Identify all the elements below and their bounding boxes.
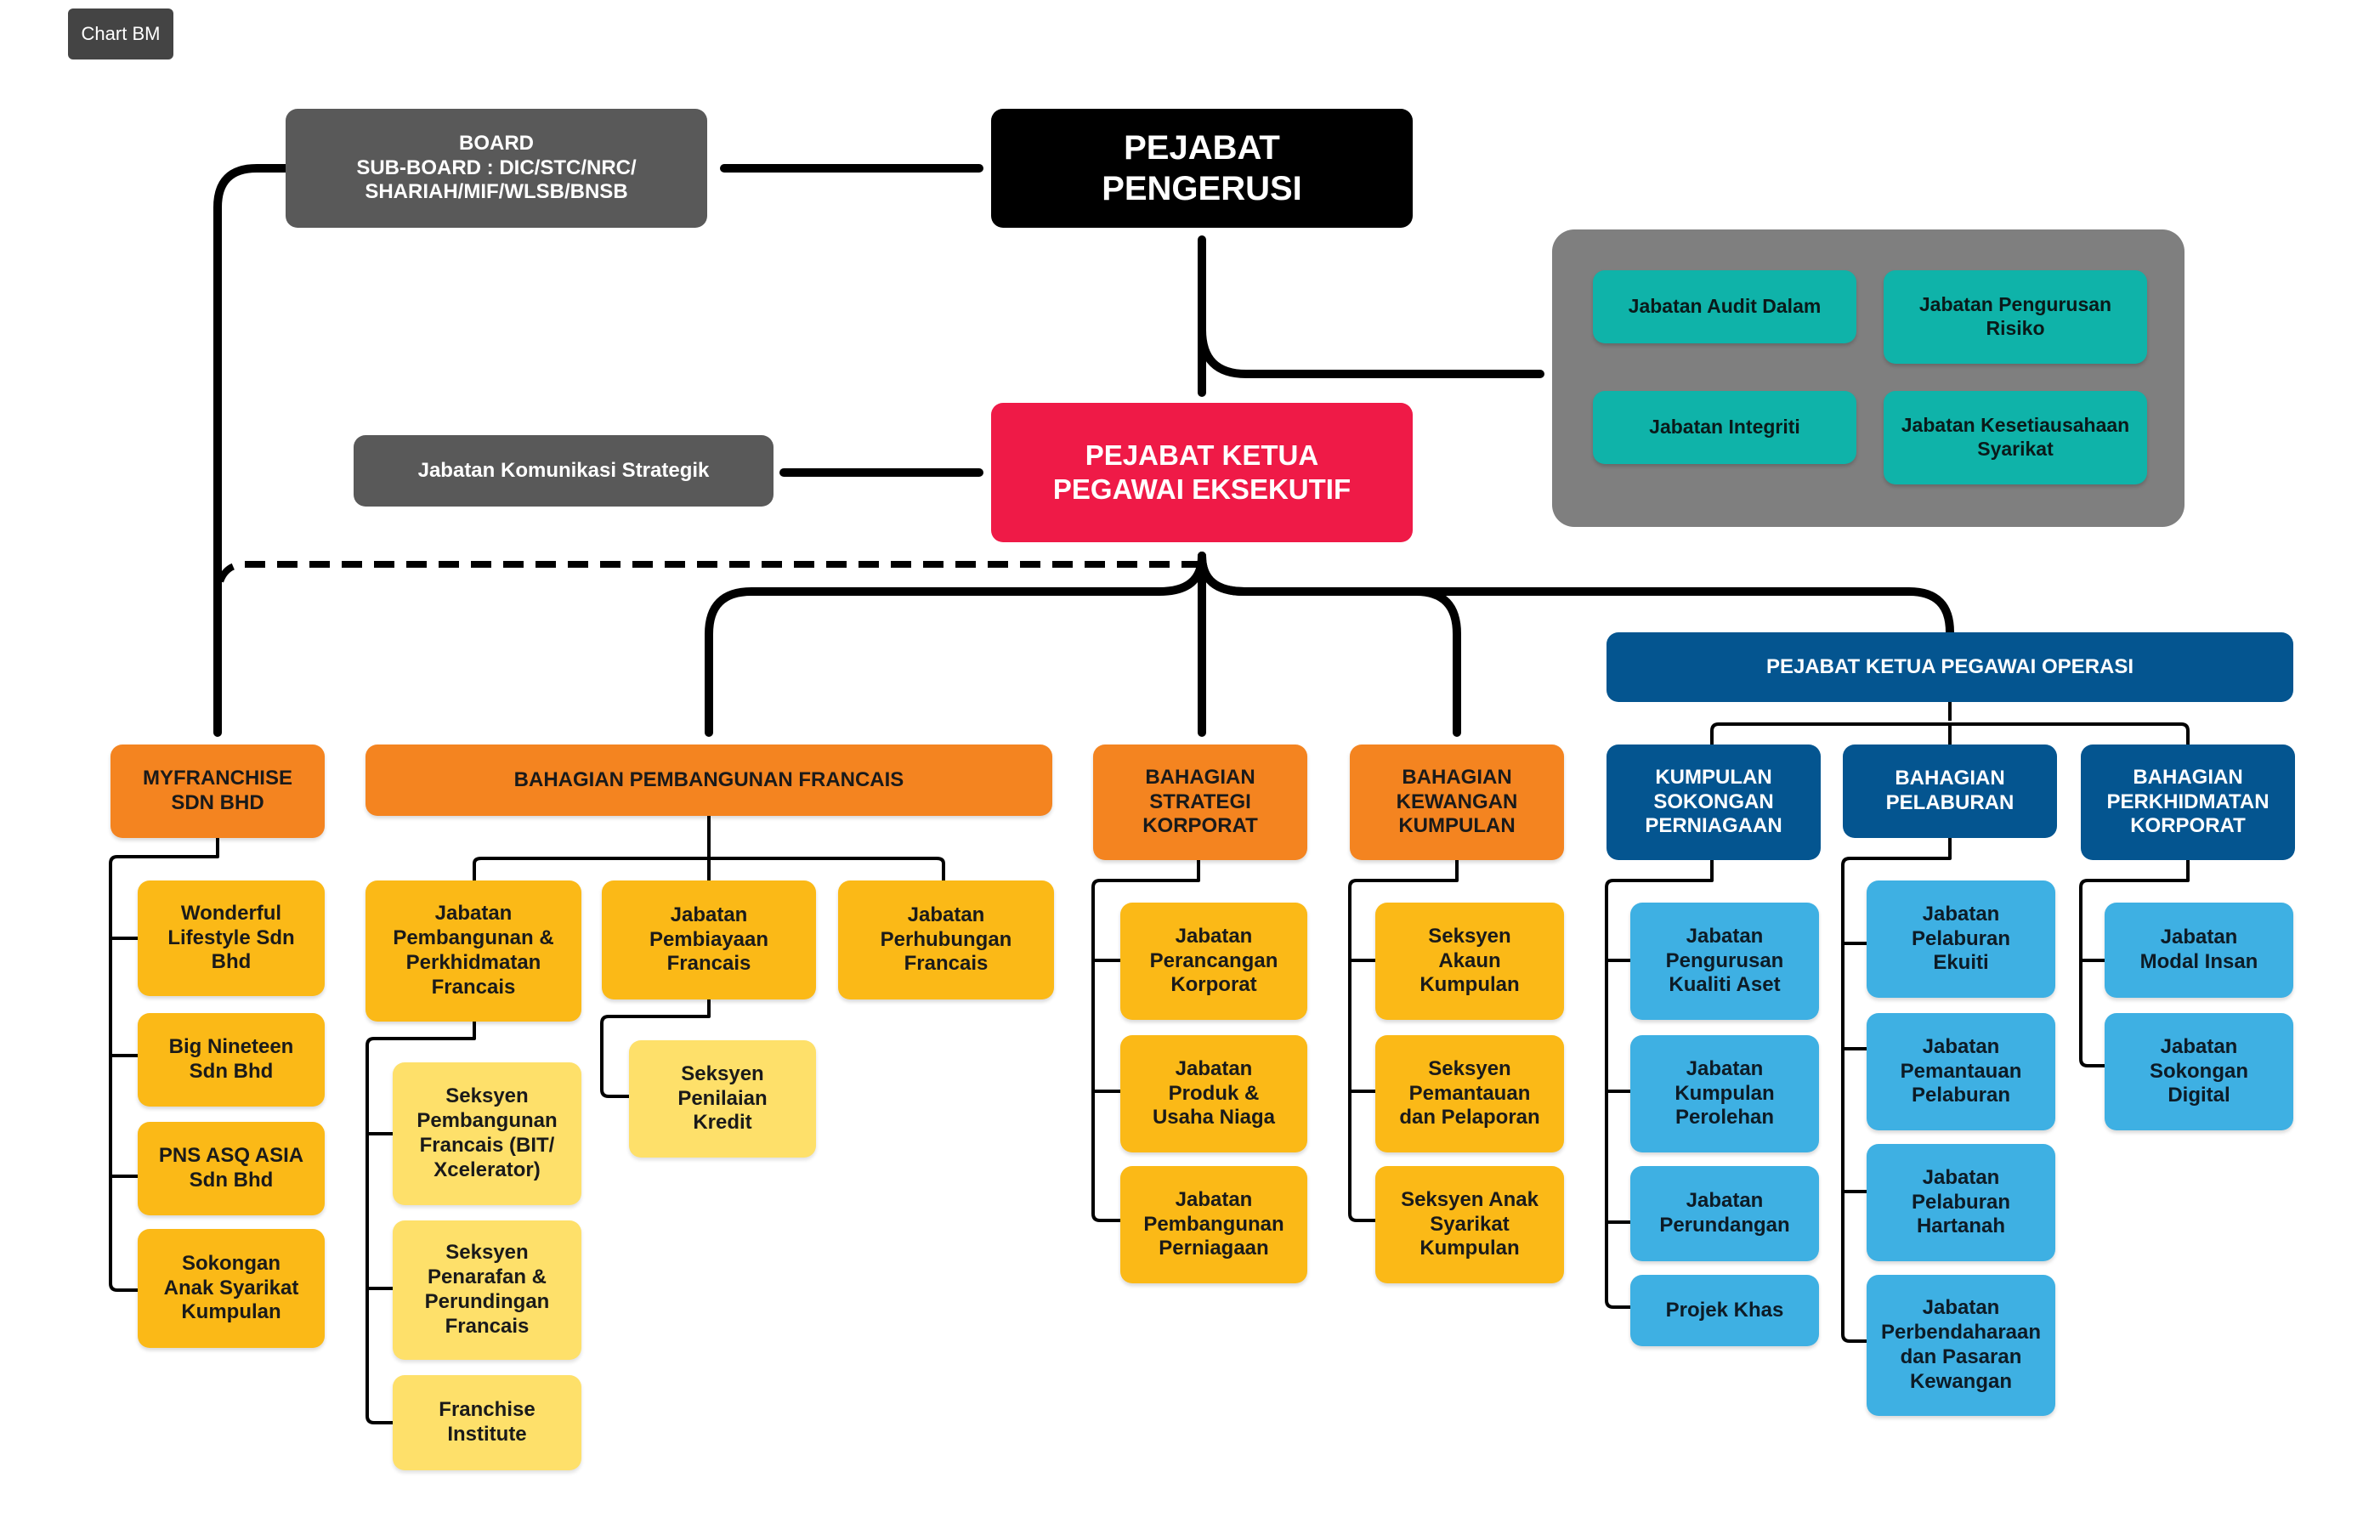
myfranchise-item: Big Nineteen Sdn Bhd: [138, 1013, 325, 1107]
pembangunan-section: Seksyen Pembangunan Francais (BIT/ Xcele…: [393, 1062, 581, 1205]
unit-kesetiausahaan: Jabatan Kesetiausahaan Syarikat: [1884, 391, 2147, 484]
myfranchise-item: Wonderful Lifestyle Sdn Bhd: [138, 880, 325, 996]
pelaburan-item: Jabatan Pemantauan Pelaburan: [1867, 1013, 2055, 1130]
kewangan-item: Seksyen Anak Syarikat Kumpulan: [1375, 1166, 1564, 1283]
board-box: BOARD SUB-BOARD : DIC/STC/NRC/ SHARIAH/M…: [286, 109, 707, 228]
perkhidmatan-head: BAHAGIAN PERKHIDMATAN KORPORAT: [2081, 745, 2295, 860]
myfranchise-item: Sokongan Anak Syarikat Kumpulan: [138, 1229, 325, 1348]
myfranchise-head: MYFRANCHISE SDN BHD: [110, 745, 325, 838]
chairman-box: PEJABAT PENGERUSI: [991, 109, 1413, 228]
chart-tab[interactable]: Chart BM: [68, 8, 173, 59]
kewangan-item: Seksyen Pemantauan dan Pelaporan: [1375, 1035, 1564, 1152]
sokongan-item: Projek Khas: [1630, 1275, 1819, 1346]
sokongan-item: Jabatan Pengurusan Kualiti Aset: [1630, 903, 1819, 1020]
kewangan-head: BAHAGIAN KEWANGAN KUMPULAN: [1350, 745, 1564, 860]
unit-integriti: Jabatan Integriti: [1593, 391, 1856, 464]
myfranchise-item: PNS ASQ ASIA Sdn Bhd: [138, 1122, 325, 1215]
pembangunan-section: Seksyen Penarafan & Perundingan Francais: [393, 1220, 581, 1360]
coo-box: PEJABAT KETUA PEGAWAI OPERASI: [1606, 632, 2293, 702]
strategi-item: Jabatan Produk & Usaha Niaga: [1120, 1035, 1307, 1152]
sokongan-item: Jabatan Perundangan: [1630, 1166, 1819, 1261]
ceo-box: PEJABAT KETUA PEGAWAI EKSEKUTIF: [991, 403, 1413, 542]
sokongan-item: Jabatan Kumpulan Perolehan: [1630, 1035, 1819, 1152]
perkhidmatan-item: Jabatan Sokongan Digital: [2105, 1013, 2293, 1130]
unit-pengurusan-risiko: Jabatan Pengurusan Risiko: [1884, 270, 2147, 364]
pembangunan-section: Franchise Institute: [393, 1375, 581, 1470]
pelaburan-head: BAHAGIAN PELABURAN: [1843, 745, 2057, 838]
francais-dept: Jabatan Perhubungan Francais: [838, 880, 1054, 999]
kewangan-item: Seksyen Akaun Kumpulan: [1375, 903, 1564, 1020]
strategi-item: Jabatan Pembangunan Perniagaan: [1120, 1166, 1307, 1283]
unit-audit-dalam: Jabatan Audit Dalam: [1593, 270, 1856, 343]
strategi-head: BAHAGIAN STRATEGI KORPORAT: [1093, 745, 1307, 860]
sokongan-head: KUMPULAN SOKONGAN PERNIAGAAN: [1606, 745, 1821, 860]
francais-dept: Jabatan Pembangunan & Perkhidmatan Franc…: [366, 880, 581, 1022]
pembiayaan-section: Seksyen Penilaian Kredit: [629, 1040, 816, 1158]
strategi-item: Jabatan Perancangan Korporat: [1120, 903, 1307, 1020]
francais-dept: Jabatan Pembiayaan Francais: [602, 880, 816, 999]
francais-head: BAHAGIAN PEMBANGUNAN FRANCAIS: [366, 745, 1052, 816]
pelaburan-item: Jabatan Perbendaharaan dan Pasaran Kewan…: [1867, 1275, 2055, 1416]
comms-box: Jabatan Komunikasi Strategik: [354, 435, 774, 507]
pelaburan-item: Jabatan Pelaburan Hartanah: [1867, 1144, 2055, 1261]
perkhidmatan-item: Jabatan Modal Insan: [2105, 903, 2293, 998]
pelaburan-item: Jabatan Pelaburan Ekuiti: [1867, 880, 2055, 998]
